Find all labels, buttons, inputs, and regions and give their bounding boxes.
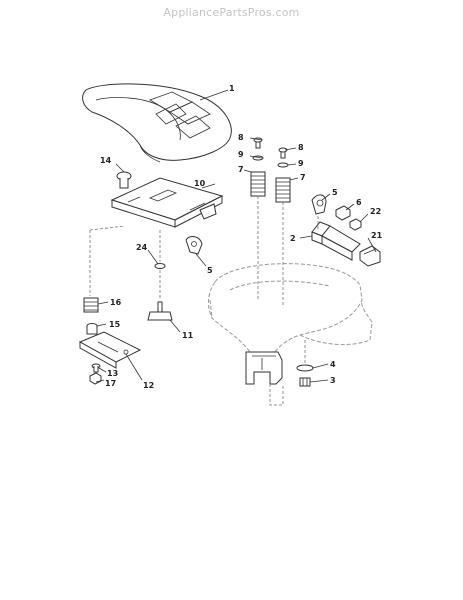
- callout-4: 4: [330, 360, 336, 369]
- callout-22: 22: [370, 207, 381, 216]
- callout-9-left: 9: [238, 150, 244, 159]
- callout-15: 15: [109, 320, 121, 329]
- seat-slide-rail: [78, 331, 142, 369]
- callout-8-right: 8: [298, 143, 304, 152]
- flat-washer: [154, 230, 166, 269]
- lock-nut: [349, 218, 362, 231]
- callout-21: 21: [371, 231, 383, 240]
- seat-spring: [83, 225, 126, 313]
- rail-nut: [89, 372, 102, 385]
- bushing: [86, 323, 98, 335]
- seat-cushion: [82, 83, 232, 163]
- callout-14: 14: [100, 156, 112, 165]
- tractor-frame-outline: [207, 263, 373, 353]
- callout-5-lower: 5: [207, 266, 213, 275]
- callout-13: 13: [107, 369, 118, 378]
- callout-16: 16: [110, 298, 122, 307]
- pivot-stud: [147, 270, 173, 321]
- lower-bolt: [299, 377, 311, 387]
- callout-2: 2: [290, 234, 296, 243]
- callout-17: 17: [105, 379, 116, 388]
- watermark-text: AppliancePartsPros.com: [163, 6, 300, 19]
- callout-5-upper: 5: [332, 188, 338, 197]
- leader-lines: [95, 89, 377, 383]
- spring-clip-lower: [185, 236, 203, 255]
- seat-pan-plate: [110, 177, 224, 228]
- callout-labels: 1 2 3 4 5 5 6 7 7 8 8 9 9 10 11 12 13 14…: [100, 84, 383, 390]
- callout-6: 6: [356, 198, 362, 207]
- callout-8-left: 8: [238, 133, 244, 142]
- callout-1: 1: [229, 84, 235, 93]
- spring-clip-upper: [311, 194, 327, 215]
- callout-12: 12: [143, 381, 154, 390]
- seat-mount-bracket: [245, 351, 284, 406]
- carriage-bolt: [91, 363, 101, 373]
- callout-7-left: 7: [238, 165, 244, 174]
- bolt-spring-stack-left: [250, 137, 266, 300]
- callout-24: 24: [136, 243, 148, 252]
- lower-washer: [296, 340, 314, 372]
- callout-11: 11: [182, 331, 194, 340]
- callout-7-right: 7: [300, 173, 306, 182]
- callout-10: 10: [194, 179, 206, 188]
- callout-9-right: 9: [298, 159, 304, 168]
- callout-3: 3: [330, 376, 336, 385]
- bolt-spring-stack-right: [275, 147, 291, 305]
- bracket-knob: [359, 245, 381, 267]
- adjustment-knob: [116, 171, 132, 189]
- pivot-bracket: [311, 216, 361, 261]
